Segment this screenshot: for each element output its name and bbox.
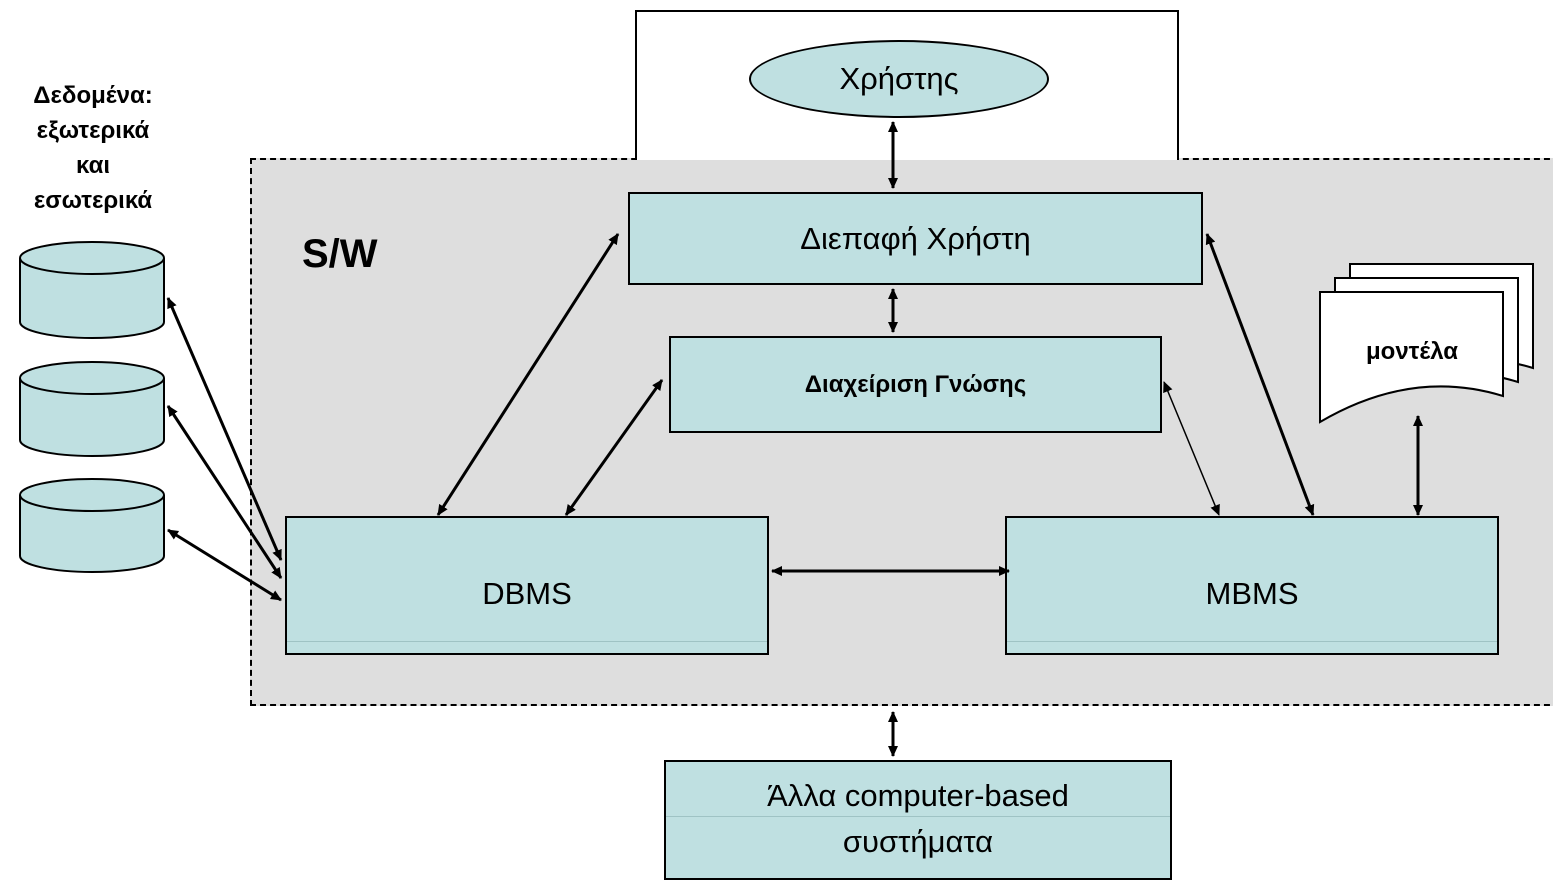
knowledge-management-box: Διαχείριση Γνώσης [669,336,1162,433]
data-title-line-1: Δεδομένα: [33,82,153,109]
user-node: Χρήστης [749,40,1049,118]
arrow-db1-to-dbms [166,297,283,561]
dbms-box: DBMS [285,516,769,655]
sw-label: S/W [302,232,378,276]
data-title-line-3: και [75,152,110,179]
user-interface-label: Διεπαφή Χρήστη [800,220,1031,256]
mbms-box: MBMS [1005,516,1499,655]
knowledge-management-label: Διαχείριση Γνώσης [804,370,1027,398]
database-cylinder-2 [19,361,165,457]
data-title-line-4: εσωτερικά [33,187,153,214]
dbms-divider [287,641,767,642]
data-title-line-2: εξωτερικά [36,117,150,144]
arrow-km-to-mbms [1163,381,1220,516]
models-label: μοντέλα [1365,338,1459,365]
user-label: Χρήστης [839,61,959,96]
other-systems-line-1: Άλλα computer-based [767,778,1069,813]
user-interface-box: Διεπαφή Χρήστη [628,192,1203,285]
arrow-ui-to-mbms [1205,233,1315,516]
arrow-db3-to-dbms [167,528,282,602]
dbms-label: DBMS [482,575,572,611]
mbms-divider [1007,641,1497,642]
database-cylinder-1 [19,241,165,339]
other-systems-divider [666,816,1170,817]
data-sources-title: Δεδομένα: εξωτερικά και εσωτερικά [0,78,186,218]
other-systems-line-2: συστήματα [842,824,994,859]
arrow-km-to-dbms [564,379,664,516]
database-cylinder-3 [19,478,165,573]
models-document-stack [1319,263,1534,424]
arrow-ui-to-dbms [436,233,620,516]
mbms-label: MBMS [1205,575,1299,611]
